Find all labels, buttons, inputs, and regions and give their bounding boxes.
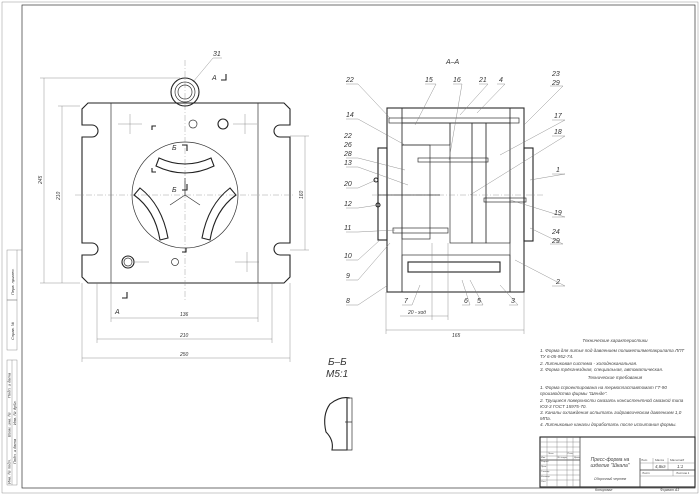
dim-210: 210: [179, 333, 189, 339]
cut-label-a-top: А: [211, 75, 217, 82]
dim-250: 250: [179, 352, 189, 358]
title-block-frame: [539, 436, 696, 488]
sheets-label: Листов 1: [676, 471, 690, 475]
callout-4: 4: [499, 77, 503, 84]
characteristics-list: 1. Форма для литья под давлением полимет…: [540, 348, 690, 373]
callout-14: 14: [346, 112, 354, 119]
callout-28: 28: [343, 151, 352, 158]
dim-210-vertical: 210: [56, 191, 62, 201]
requirement-item: 4. Литниковые каналы доработать после ис…: [540, 422, 677, 428]
callout-18: 18: [554, 129, 562, 136]
callout-leaders: [346, 83, 566, 306]
characteristic-item: 3. Форма трёхгнездная, специальная, авто…: [540, 366, 664, 372]
strip-label: Инв. № дубл.: [12, 400, 17, 425]
section-a-a: А–А 20 - ход 165 22 15 16 21 4: [343, 59, 566, 339]
callout-6: 6: [464, 298, 468, 305]
drawing-subtitle: Сборочный чертеж: [593, 477, 627, 481]
strip-label: Подп. и дата: [7, 372, 12, 398]
characteristic-item: 1. Форма для литья под давлением полимет…: [540, 348, 685, 360]
plan-dimensions: 136 210 250 245 210 160: [38, 77, 309, 362]
callout-31: 31: [213, 51, 221, 58]
callout-29: 29: [551, 80, 560, 87]
row-label: Утв.: [541, 481, 546, 483]
cut-label-b-top: Б: [172, 145, 177, 152]
section-aa-title: А–А: [445, 59, 460, 66]
copied-label: Копировал: [595, 488, 613, 492]
dim-136: 136: [180, 312, 189, 318]
characteristic-item: 2. Литниковая система - холодноканальная…: [540, 360, 638, 366]
row-label: Разраб.: [541, 461, 549, 463]
callout-22b: 22: [343, 133, 352, 140]
callout-19: 19: [554, 210, 562, 217]
row-label: Лист: [548, 452, 554, 455]
requirements-list: 1. Форма спроектирована на термопластавт…: [540, 385, 690, 428]
callout-9: 9: [346, 273, 350, 280]
row-label: Подп.: [567, 452, 574, 455]
strip-label: Справ. №: [10, 321, 15, 340]
row-label: № докум.: [557, 456, 568, 459]
row-label: Изм.: [541, 456, 546, 459]
cavity-3: [201, 187, 237, 241]
callout-23: 23: [551, 71, 560, 78]
characteristics-title: Технические характеристики: [582, 338, 648, 343]
technical-notes: Технические характеристики 1. Форма для …: [540, 336, 690, 429]
dim-stroke: 20 - ход: [407, 310, 426, 316]
callout-10: 10: [344, 253, 352, 260]
callout-20: 20: [343, 181, 352, 188]
format-label: Формат А3: [660, 488, 680, 492]
row-label: Н.контр.: [541, 476, 551, 478]
callout-15: 15: [425, 77, 433, 84]
callout-17: 17: [554, 113, 563, 120]
callout-8: 8: [346, 298, 350, 305]
callout-3: 3: [511, 298, 515, 305]
col-scale: Масштаб: [670, 458, 685, 462]
mass-value: 4,8кг: [655, 464, 666, 469]
cut-label-b-bottom: Б: [172, 187, 177, 194]
row-label: Т.контр.: [541, 471, 550, 473]
section-b-b: Б–Б М5:1: [324, 357, 353, 451]
section-bb-scale: М5:1: [326, 369, 348, 380]
plan-view: 31 А А Б Б 136 210 250 245 210 160: [38, 51, 309, 362]
callout-7: 7: [404, 298, 409, 305]
callout-11: 11: [344, 225, 351, 232]
row-label: Пров.: [541, 466, 547, 468]
strip-label: Инв. № подл.: [7, 459, 12, 484]
sheet-label: Лист: [642, 471, 650, 475]
col-mass: Масса: [655, 458, 664, 462]
section-bb-title: Б–Б: [328, 357, 347, 368]
cut-label-a-bottom: А: [114, 309, 120, 316]
requirements-title: Технические требования: [587, 375, 643, 381]
strip-label: Взам. инв. №: [7, 412, 12, 437]
callout-21: 21: [478, 77, 487, 84]
callout-12: 12: [344, 201, 352, 208]
strip-label: Перв. примен.: [10, 268, 15, 295]
callout-13: 13: [344, 160, 352, 167]
callout-5: 5: [477, 298, 481, 305]
dim-165: 165: [452, 333, 461, 339]
requirement-item: 3. Каналы охлаждения испытать гидравличе…: [540, 410, 682, 422]
callout-labels: 22 15 16 21 4 23 29 14 17 22 26 28 18 13…: [343, 71, 563, 305]
dim-160: 160: [299, 190, 305, 199]
lifting-eye: [170, 77, 200, 107]
requirement-item: 2. Трущиеся поверхности смазать консисте…: [540, 397, 684, 409]
cavity-1: [155, 157, 215, 174]
callout-1: 1: [556, 167, 560, 174]
callout-26: 26: [343, 142, 352, 149]
cavity-2: [133, 187, 169, 241]
scale-value: 1:1: [677, 464, 684, 469]
drawing-title: Пресс-форма на изделие "Шкала": [590, 457, 630, 469]
dim-245: 245: [38, 175, 44, 185]
strip-label: Подп. и дата: [12, 438, 17, 464]
callout-29b: 29: [551, 238, 560, 245]
col-lit: Лит.: [641, 458, 649, 462]
row-label: Дата: [574, 456, 580, 459]
requirement-item: 1. Форма спроектирована на термопластавт…: [540, 385, 667, 397]
callout-16: 16: [453, 77, 461, 84]
callout-24: 24: [551, 229, 560, 236]
callout-22: 22: [345, 77, 354, 84]
callout-2: 2: [555, 279, 560, 286]
side-strip-labels: Перв. примен. Справ. № Подп. и дата Инв.…: [7, 268, 18, 484]
